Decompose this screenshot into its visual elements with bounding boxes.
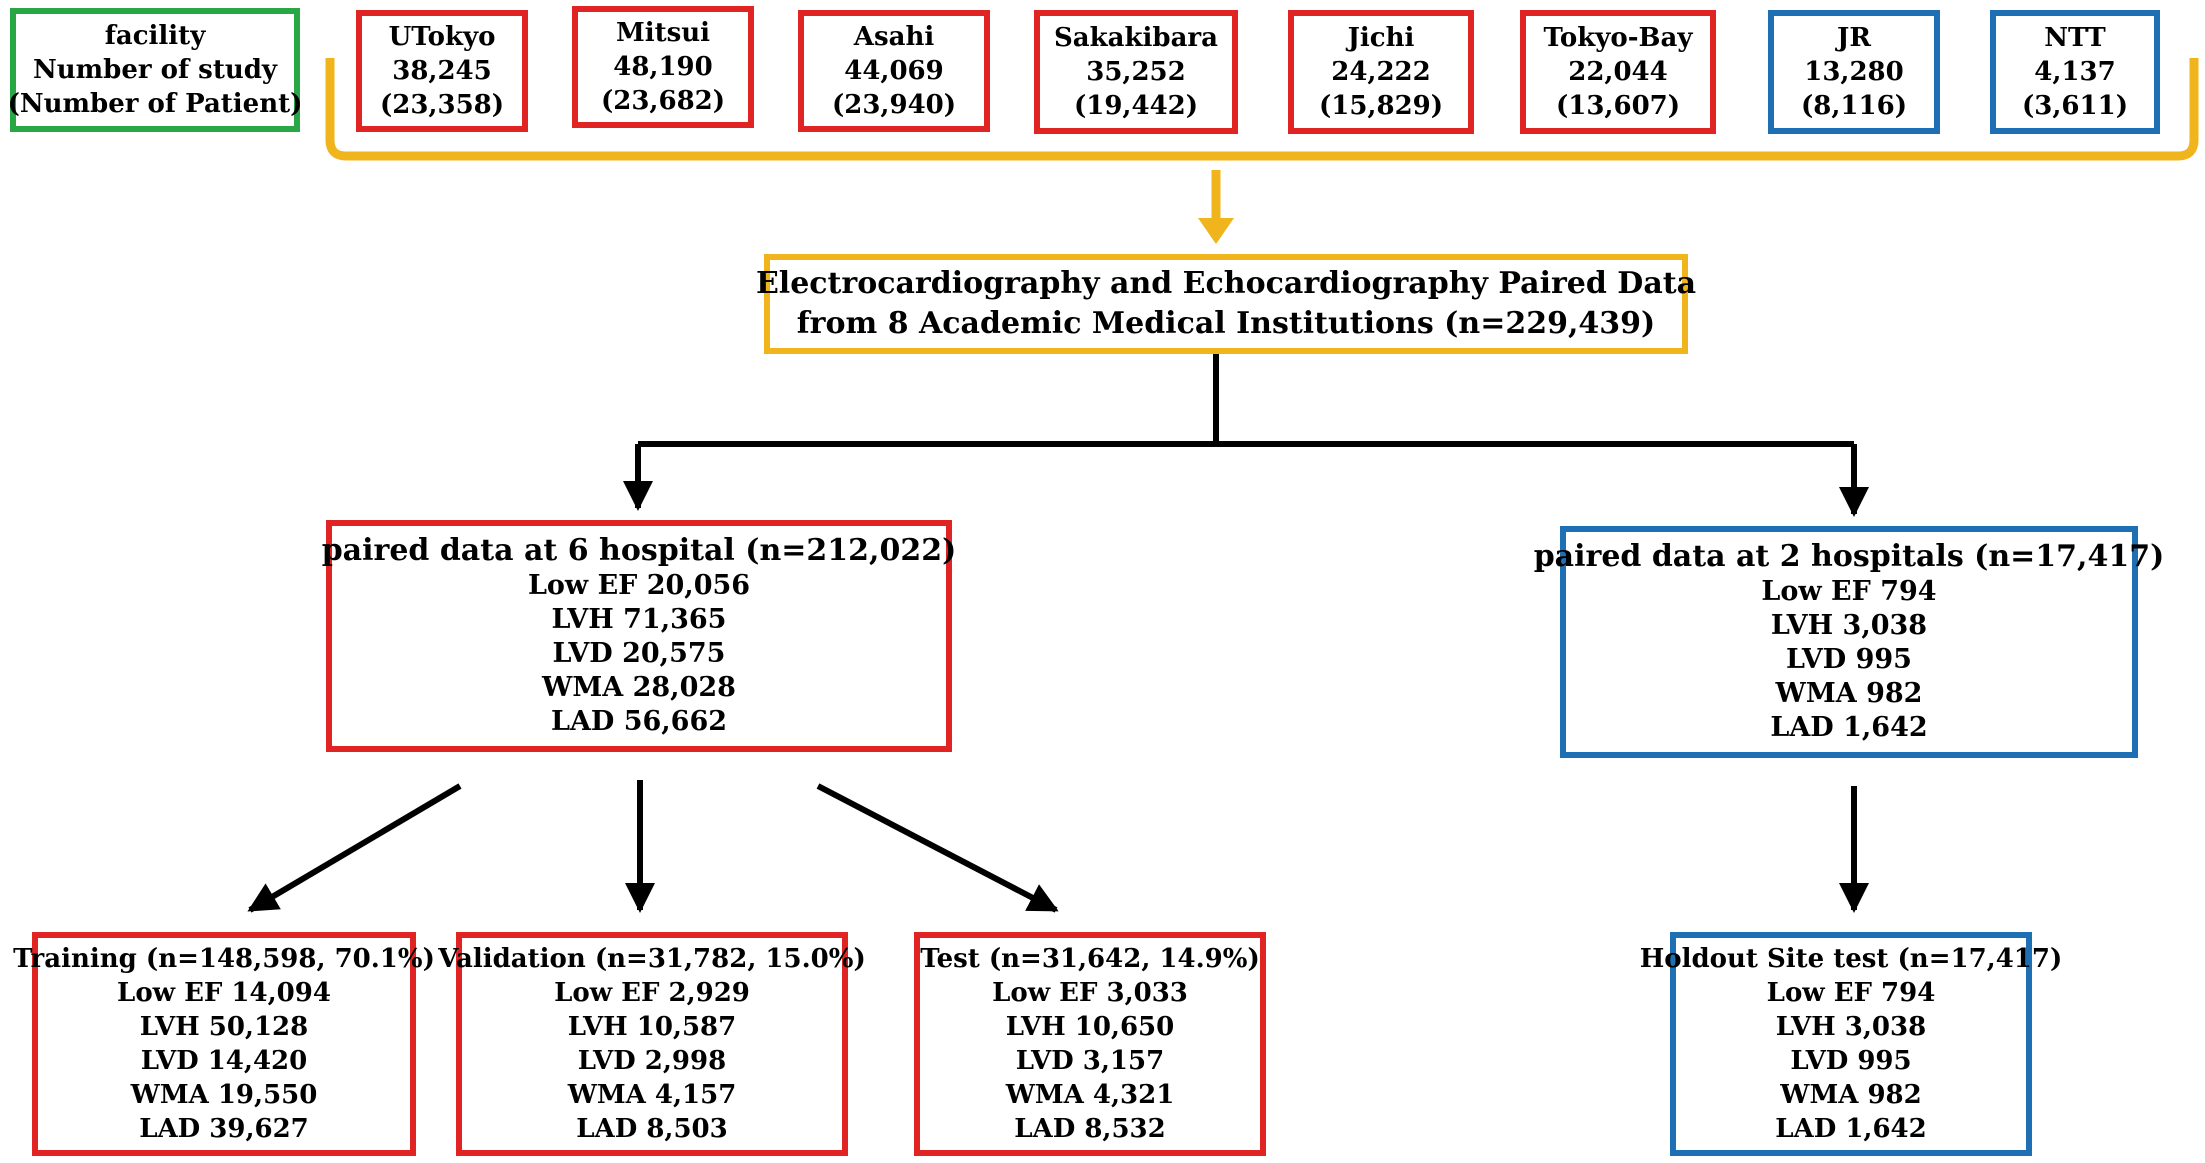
facility-patients: (13,607)	[1555, 91, 1681, 121]
facility-patients: (8,116)	[1800, 91, 1908, 121]
facility-studies: 22,044	[1568, 57, 1668, 87]
validation-stat-lad: LAD 8,503	[576, 1114, 728, 1144]
validation-title: Validation (n=31,782, 15.0%)	[438, 944, 866, 974]
test-box: Test (n=31,642, 14.9%) Low EF 3,033 LVH …	[914, 932, 1266, 1156]
legend-line-3: (Number of Patient)	[7, 89, 303, 119]
facility-patients: (15,829)	[1318, 91, 1444, 121]
facility-box-tokyo-bay: Tokyo-Bay 22,044 (13,607)	[1520, 10, 1716, 134]
test-stat-low-ef: Low EF 3,033	[992, 978, 1188, 1008]
facility-box-sakakibara: Sakakibara 35,252 (19,442)	[1034, 10, 1238, 134]
test-stat-wma: WMA 4,321	[1005, 1080, 1175, 1110]
facility-name: Jichi	[1347, 23, 1415, 53]
external-stat-wma: WMA 982	[1775, 678, 1923, 709]
legend-line-1: facility	[104, 21, 206, 51]
holdout-stat-lvh: LVH 3,038	[1775, 1012, 1927, 1042]
facility-patients: (23,940)	[831, 90, 957, 120]
arrow-to-test	[816, 783, 1059, 913]
external-stat-lvh: LVH 3,038	[1770, 610, 1928, 641]
facility-studies: 13,280	[1804, 57, 1904, 87]
training-stat-lvd: LVD 14,420	[140, 1046, 308, 1076]
facility-name: UTokyo	[388, 22, 496, 52]
validation-stat-lvh: LVH 10,587	[567, 1012, 737, 1042]
external-stat-lvd: LVD 995	[1786, 644, 1912, 675]
facility-name: Sakakibara	[1054, 23, 1218, 53]
legend-box: facility Number of study (Number of Pati…	[7, 8, 303, 132]
internal-stat-lvh: LVH 71,365	[551, 604, 727, 635]
validation-stat-wma: WMA 4,157	[567, 1080, 737, 1110]
test-title: Test (n=31,642, 14.9%)	[920, 944, 1260, 974]
facility-studies: 4,137	[2034, 57, 2116, 87]
test-stat-lvh: LVH 10,650	[1005, 1012, 1175, 1042]
internal-stat-lvd: LVD 20,575	[552, 638, 726, 669]
training-stat-low-ef: Low EF 14,094	[117, 978, 331, 1008]
internal-stat-wma: WMA 28,028	[542, 672, 736, 703]
facility-bracket	[325, 58, 2199, 161]
facility-box-mitsui: Mitsui 48,190 (23,682)	[572, 6, 754, 128]
facility-studies: 48,190	[613, 52, 713, 82]
facility-box-ntt: NTT 4,137 (3,611)	[1990, 10, 2160, 134]
facility-name: Tokyo-Bay	[1543, 23, 1693, 53]
facility-studies: 44,069	[844, 56, 944, 86]
facility-patients: (23,682)	[600, 86, 726, 116]
external-stat-low-ef: Low EF 794	[1761, 576, 1937, 607]
training-stat-lvh: LVH 50,128	[139, 1012, 309, 1042]
internal-title: paired data at 6 hospital (n=212,022)	[321, 533, 957, 568]
validation-stat-low-ef: Low EF 2,929	[554, 978, 750, 1008]
bracket-arrow-head	[1198, 218, 1234, 244]
facility-name: JR	[1837, 23, 1871, 53]
holdout-stat-lvd: LVD 995	[1790, 1046, 1912, 1076]
external-title: paired data at 2 hospitals (n=17,417)	[1533, 539, 2165, 574]
facility-studies: 24,222	[1331, 57, 1431, 87]
facility-box-asahi: Asahi 44,069 (23,940)	[798, 10, 990, 132]
test-stat-lvd: LVD 3,157	[1015, 1046, 1165, 1076]
training-box: Training (n=148,598, 70.1%) Low EF 14,09…	[13, 932, 435, 1156]
internal-stat-low-ef: Low EF 20,056	[527, 570, 751, 601]
facility-patients: (23,358)	[379, 90, 505, 120]
legend-line-2: Number of study	[32, 55, 278, 85]
external-stat-lad: LAD 1,642	[1770, 712, 1928, 743]
facility-name: Mitsui	[615, 18, 711, 48]
holdout-stat-wma: WMA 982	[1780, 1080, 1922, 1110]
pooled-line-2: from 8 Academic Medical Institutions (n=…	[796, 306, 1656, 341]
training-title: Training (n=148,598, 70.1%)	[13, 944, 435, 974]
facility-patients: (19,442)	[1073, 91, 1199, 121]
internal-stat-lad: LAD 56,662	[550, 706, 728, 737]
test-stat-lad: LAD 8,532	[1014, 1114, 1166, 1144]
validation-stat-lvd: LVD 2,998	[577, 1046, 727, 1076]
holdout-box: Holdout Site test (n=17,417) Low EF 794 …	[1640, 932, 2062, 1156]
arrow-to-training	[247, 783, 462, 913]
facility-box-utokyo: UTokyo 38,245 (23,358)	[356, 10, 528, 132]
holdout-stat-lad: LAD 1,642	[1775, 1114, 1927, 1144]
training-stat-wma: WMA 19,550	[130, 1080, 318, 1110]
training-stat-lad: LAD 39,627	[139, 1114, 309, 1144]
facility-box-jr: JR 13,280 (8,116)	[1768, 10, 1940, 134]
pooled-line-1: Electrocardiography and Echocardiography…	[755, 266, 1697, 301]
holdout-title: Holdout Site test (n=17,417)	[1639, 944, 2063, 974]
validation-box: Validation (n=31,782, 15.0%) Low EF 2,92…	[438, 932, 866, 1156]
facility-studies: 38,245	[392, 56, 492, 86]
external-hospitals-box: paired data at 2 hospitals (n=17,417) Lo…	[1534, 526, 2164, 758]
holdout-stat-low-ef: Low EF 794	[1766, 978, 1936, 1008]
facility-patients: (3,611)	[2021, 91, 2129, 121]
facility-studies: 35,252	[1086, 57, 1186, 87]
facility-name: NTT	[2044, 23, 2106, 53]
internal-hospitals-box: paired data at 6 hospital (n=212,022) Lo…	[322, 520, 956, 752]
facility-name: Asahi	[853, 22, 935, 52]
facility-box-jichi: Jichi 24,222 (15,829)	[1288, 10, 1474, 134]
pooled-dataset-box: Electrocardiography and Echocardiography…	[756, 254, 1696, 354]
